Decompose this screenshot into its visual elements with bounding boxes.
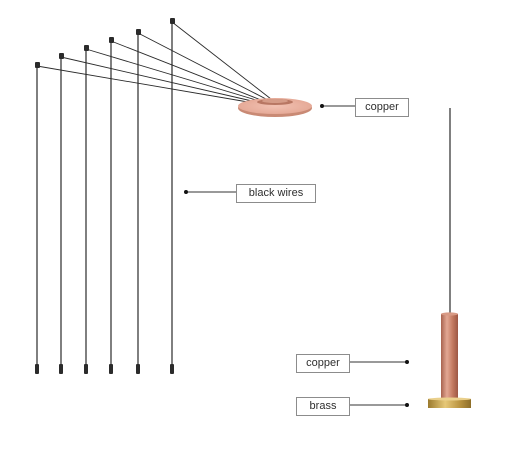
callout-copper-tube: copper xyxy=(296,354,350,373)
copper-tube xyxy=(441,312,458,399)
wire-anchors-top xyxy=(35,18,175,68)
copper-canopy-disc xyxy=(238,98,312,117)
callout-copper-canopy: copper xyxy=(355,98,409,117)
leader-lines xyxy=(184,104,409,407)
callout-black-wires: black wires xyxy=(236,184,316,203)
black-wires xyxy=(36,22,173,368)
wire-weights-bottom xyxy=(35,364,174,374)
brass-base xyxy=(428,397,471,408)
callout-brass-base: brass xyxy=(296,397,350,416)
converging-wires xyxy=(36,21,272,103)
